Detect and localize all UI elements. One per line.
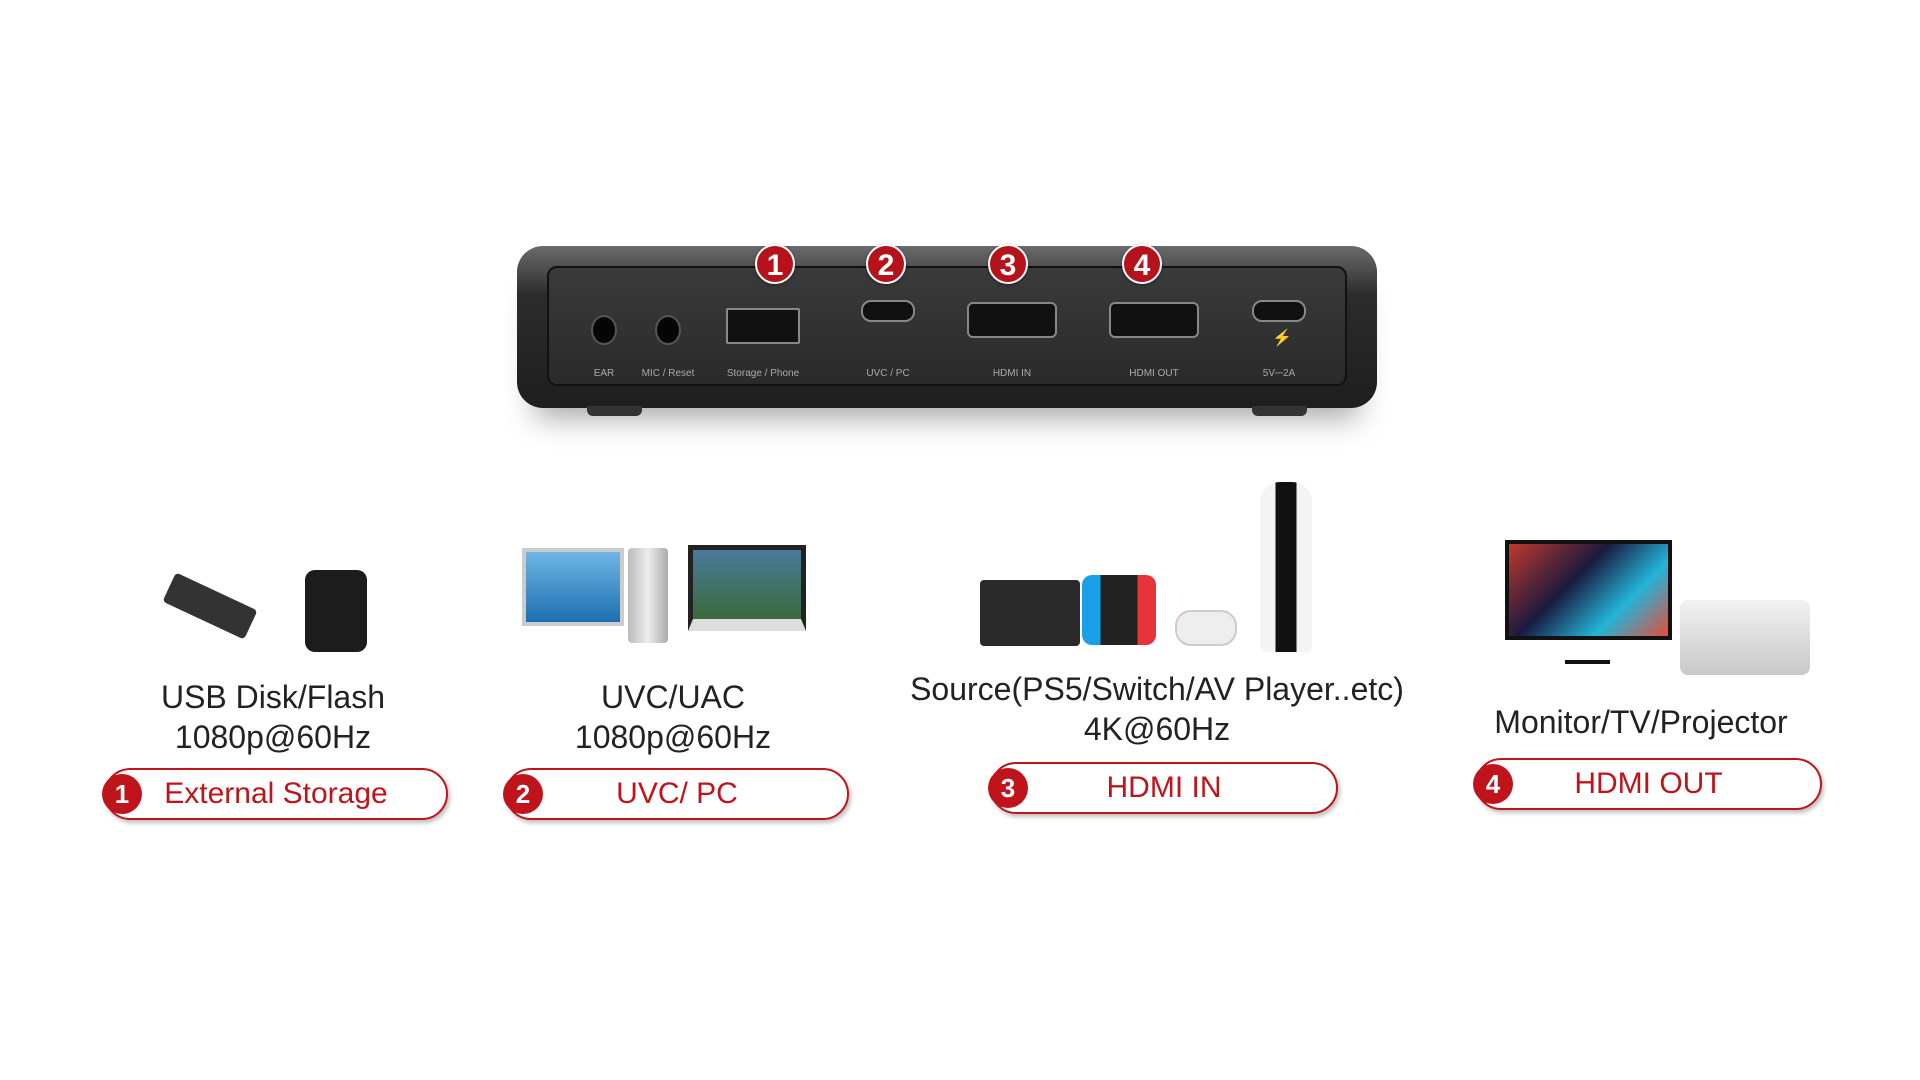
hdmi-in-port-icon: [967, 302, 1057, 338]
external-storage-button[interactable]: 1 External Storage: [102, 768, 448, 820]
ps5-controller-image: [1175, 610, 1237, 646]
device-foot: [587, 406, 642, 416]
device-foot: [1252, 406, 1307, 416]
uvc-pc-button[interactable]: 2 UVC/ PC: [503, 768, 849, 820]
port-badge-1: 1: [755, 244, 795, 284]
ps5-console-image: [1260, 482, 1312, 652]
column-subtitle: 1080p@60Hz: [174, 719, 372, 755]
hdmi-in-button[interactable]: 3 HDMI IN: [988, 762, 1338, 814]
port-label: 5V⎓2A: [1262, 368, 1296, 379]
usb-a-port-icon: [726, 308, 800, 344]
pc-tower-image: [628, 548, 668, 643]
number-badge: 3: [988, 768, 1028, 808]
monitor-image: [1505, 540, 1672, 640]
hdmi-out-button[interactable]: 4 HDMI OUT: [1473, 758, 1822, 810]
column-subtitle: 4K@60Hz: [1083, 711, 1231, 747]
port-label: Storage / Phone: [726, 368, 800, 379]
power-port-icon: [1252, 300, 1306, 322]
button-label: HDMI OUT: [1574, 767, 1723, 800]
port-badge-3: 3: [988, 244, 1028, 284]
port-label: UVC / PC: [866, 368, 910, 379]
button-label: External Storage: [164, 777, 388, 810]
port-badge-4: 4: [1122, 244, 1162, 284]
port-label: MIC / Reset: [641, 368, 695, 379]
port-label: HDMI OUT: [1129, 368, 1179, 379]
port-label: HDMI IN: [992, 368, 1032, 379]
lightning-icon: ⚡: [1272, 330, 1292, 347]
imac-image: [688, 545, 806, 631]
column-title: Monitor/TV/Projector: [1494, 704, 1788, 740]
button-label: UVC/ PC: [616, 777, 738, 810]
usb-flash-drive-image: [162, 572, 258, 640]
external-hdd-image: [305, 570, 367, 652]
nintendo-switch-image: [1082, 575, 1156, 645]
capture-device: ⚡ EAR MIC / Reset Storage / Phone UVC / …: [517, 246, 1377, 416]
nintendo-switch-dock-image: [980, 580, 1080, 646]
ear-jack-icon: [591, 315, 617, 345]
number-badge: 1: [102, 774, 142, 814]
projector-image: [1680, 600, 1810, 675]
number-badge: 2: [503, 774, 543, 814]
hdmi-out-port-icon: [1109, 302, 1199, 338]
monitor-stand-image: [1565, 640, 1610, 664]
column-title: UVC/UAC: [600, 679, 746, 715]
column-title: Source(PS5/Switch/AV Player..etc): [910, 671, 1404, 707]
column-subtitle: 1080p@60Hz: [574, 719, 772, 755]
desktop-pc-image: [522, 548, 624, 626]
device-port-panel: ⚡ EAR MIC / Reset Storage / Phone UVC / …: [547, 266, 1347, 386]
port-label: EAR: [593, 368, 615, 379]
mic-jack-icon: [655, 315, 681, 345]
number-badge: 4: [1473, 764, 1513, 804]
column-title: USB Disk/Flash: [160, 679, 386, 715]
port-badge-2: 2: [866, 244, 906, 284]
usb-c-port-icon: [861, 300, 915, 322]
button-label: HDMI IN: [1106, 771, 1222, 804]
